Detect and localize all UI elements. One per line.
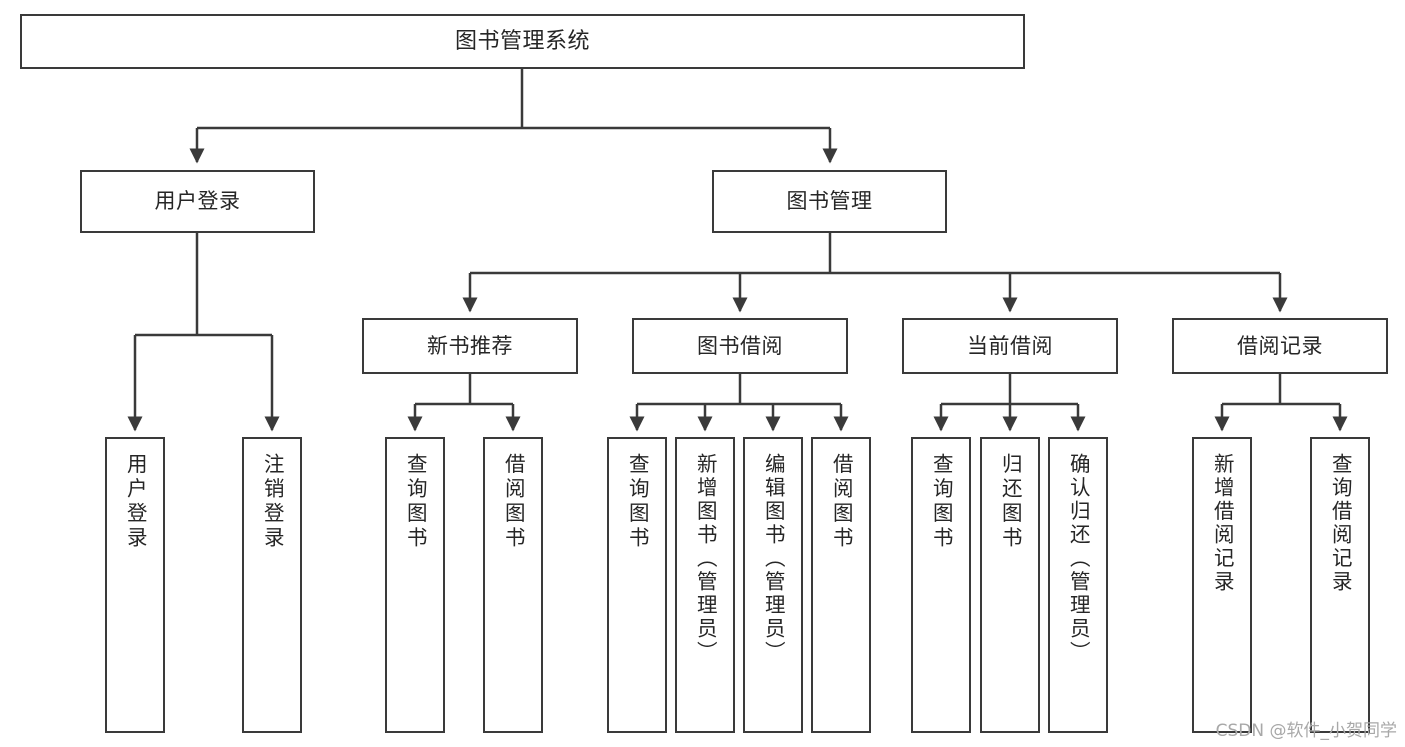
node-label: 查询借阅记录 <box>1328 453 1353 594</box>
node-user-login[interactable]: 用户登录 <box>80 170 315 233</box>
node-label: 用户登录 <box>154 189 241 214</box>
node-root-book-management-system[interactable]: 图书管理系统 <box>20 14 1025 69</box>
node-label: 确认归还（管理员） <box>1066 453 1091 665</box>
node-label: 注销登录 <box>260 453 285 551</box>
node-label: 当前借阅 <box>967 333 1053 358</box>
leaf-query-books-borrowing[interactable]: 查询图书 <box>607 437 667 733</box>
leaf-user-login[interactable]: 用户登录 <box>105 437 165 733</box>
node-label: 借阅记录 <box>1237 333 1323 358</box>
node-label: 查询图书 <box>929 453 954 551</box>
leaf-query-books-current[interactable]: 查询图书 <box>911 437 971 733</box>
leaf-confirm-return-admin[interactable]: 确认归还（管理员） <box>1048 437 1108 733</box>
node-borrowing-records[interactable]: 借阅记录 <box>1172 318 1388 374</box>
node-label: 查询图书 <box>403 453 428 551</box>
node-book-management[interactable]: 图书管理 <box>712 170 947 233</box>
leaf-add-book-admin[interactable]: 新增图书（管理员） <box>675 437 735 733</box>
leaf-return-books[interactable]: 归还图书 <box>980 437 1040 733</box>
node-current-borrowing[interactable]: 当前借阅 <box>902 318 1118 374</box>
leaf-logout[interactable]: 注销登录 <box>242 437 302 733</box>
leaf-query-books-recommendation[interactable]: 查询图书 <box>385 437 445 733</box>
node-label: 图书借阅 <box>697 333 783 358</box>
node-label: 新增图书（管理员） <box>693 453 718 665</box>
node-label: 用户登录 <box>123 453 148 551</box>
leaf-add-borrowing-record[interactable]: 新增借阅记录 <box>1192 437 1252 733</box>
watermark: CSDN @软件_小贺同学 <box>1215 721 1397 741</box>
node-label: 图书管理系统 <box>454 28 590 54</box>
node-label: 编辑图书（管理员） <box>761 453 786 665</box>
node-label: 查询图书 <box>625 453 650 551</box>
leaf-borrow-books-recommendation[interactable]: 借阅图书 <box>483 437 543 733</box>
node-new-book-recommendation[interactable]: 新书推荐 <box>362 318 578 374</box>
node-label: 新增借阅记录 <box>1210 453 1235 594</box>
node-label: 借阅图书 <box>501 453 526 551</box>
leaf-edit-book-admin[interactable]: 编辑图书（管理员） <box>743 437 803 733</box>
node-label: 借阅图书 <box>829 453 854 551</box>
leaf-borrow-books-borrowing[interactable]: 借阅图书 <box>811 437 871 733</box>
node-label: 新书推荐 <box>427 333 513 358</box>
node-label: 图书管理 <box>786 189 873 214</box>
leaf-query-borrowing-record[interactable]: 查询借阅记录 <box>1310 437 1370 733</box>
node-label: 归还图书 <box>998 453 1023 551</box>
node-book-borrowing[interactable]: 图书借阅 <box>632 318 848 374</box>
